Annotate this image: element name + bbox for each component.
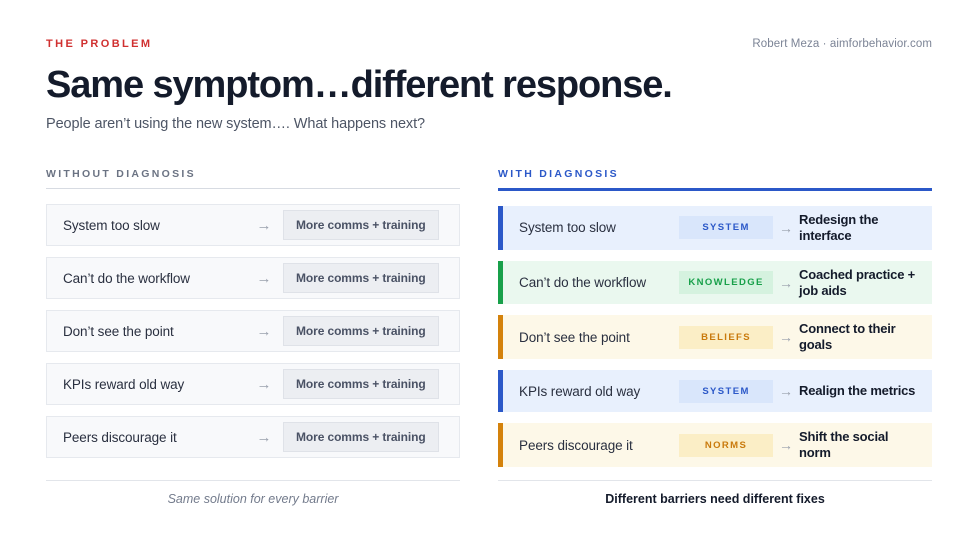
barrier-label: System too slow bbox=[519, 220, 616, 236]
right-footer: Different barriers need different fixes bbox=[498, 480, 932, 506]
left-column-divider bbox=[46, 188, 461, 189]
barrier-label: System too slow bbox=[63, 217, 160, 233]
diagnosis-badge: SYSTEM bbox=[679, 379, 774, 403]
left-footer: Same solution for every barrier bbox=[46, 480, 461, 506]
barrier-label: Don’t see the point bbox=[519, 329, 630, 345]
arrow-icon: → bbox=[779, 274, 794, 291]
left-footer-text: Same solution for every barrier bbox=[167, 492, 339, 506]
fix-label: Realign the metrics bbox=[799, 383, 916, 399]
with-diagnosis-row: Don’t see the point BELIEFS → Connect to th… bbox=[498, 315, 932, 360]
barrier-label: Can’t do the workflow bbox=[519, 275, 647, 291]
barrier-label: Can’t do the workflow bbox=[63, 270, 190, 286]
fix-label: Coached practice + job aids bbox=[799, 266, 916, 298]
diagnosis-badge: SYSTEM bbox=[679, 216, 774, 240]
arrow-icon: → bbox=[779, 219, 794, 236]
arrow-icon: → bbox=[779, 329, 794, 346]
right-footer-divider bbox=[498, 480, 932, 481]
arrow-icon: → bbox=[256, 428, 272, 446]
diagnosis-badge: NORMS bbox=[679, 433, 774, 457]
diagnosis-badge: KNOWLEDGE bbox=[679, 271, 774, 295]
fix-label: Connect to their goals bbox=[799, 321, 896, 353]
right-column-divider bbox=[498, 188, 932, 191]
without-diagnosis-row: Don’t see the point → More comms + trainin… bbox=[46, 310, 461, 352]
with-diagnosis-row: Can’t do the workflow KNOWLEDGE → Coached p… bbox=[498, 260, 932, 305]
with-diagnosis-heading: WITH DIAGNOSIS bbox=[498, 168, 619, 180]
eyebrow-row: THE PROBLEM Robert Meza · aimforbehavior… bbox=[46, 38, 932, 50]
arrow-icon: → bbox=[256, 375, 272, 393]
without-diagnosis-column: WITHOUT DIAGNOSIS System too slow → More c… bbox=[46, 168, 461, 478]
column-footers: Same solution for every barrier Differen… bbox=[46, 480, 932, 506]
left-footer-divider bbox=[46, 480, 461, 481]
without-diagnosis-row: System too slow → More comms + training bbox=[46, 204, 461, 246]
arrow-icon: → bbox=[256, 269, 272, 287]
arrow-icon: → bbox=[779, 383, 794, 400]
arrow-icon: → bbox=[256, 216, 272, 234]
without-diagnosis-row: KPIs reward old way → More comms + trainin… bbox=[46, 363, 461, 405]
response-pill: More comms + training bbox=[283, 422, 439, 452]
slide-header: THE PROBLEM Robert Meza · aimforbehavior… bbox=[46, 38, 932, 150]
with-diagnosis-row: KPIs reward old way SYSTEM → Realign the me… bbox=[498, 370, 932, 413]
barrier-label: Peers discourage it bbox=[519, 437, 633, 453]
without-diagnosis-row: Can’t do the workflow → More comms + train… bbox=[46, 257, 461, 299]
diagnosis-badge: BELIEFS bbox=[679, 325, 774, 349]
right-footer-text: Different barriers need different fixes bbox=[605, 492, 825, 506]
arrow-icon: → bbox=[256, 322, 272, 340]
without-diagnosis-row: Peers discourage it → More comms + trainin… bbox=[46, 416, 461, 458]
author-byline: Robert Meza · aimforbehavior.com bbox=[752, 38, 932, 50]
arrow-icon: → bbox=[779, 437, 794, 454]
comparison-columns: WITHOUT DIAGNOSIS System too slow → More c… bbox=[46, 168, 932, 478]
with-diagnosis-row: System too slow SYSTEM → Redesign the inter… bbox=[498, 206, 932, 250]
response-pill: More comms + training bbox=[283, 263, 439, 293]
response-pill: More comms + training bbox=[283, 316, 439, 346]
response-pill: More comms + training bbox=[283, 210, 439, 240]
barrier-label: KPIs reward old way bbox=[519, 383, 641, 399]
without-diagnosis-heading: WITHOUT DIAGNOSIS bbox=[46, 168, 196, 180]
fix-label: Redesign the interface bbox=[799, 212, 879, 243]
barrier-label: KPIs reward old way bbox=[63, 376, 185, 392]
barrier-label: Don’t see the point bbox=[63, 323, 174, 339]
response-pill: More comms + training bbox=[283, 369, 439, 399]
page-title: Same symptom…different response. bbox=[46, 64, 673, 106]
fix-label: Shift the social norm bbox=[799, 429, 889, 461]
barrier-label: Peers discourage it bbox=[63, 429, 177, 445]
with-diagnosis-row: Peers discourage it NORMS → Shift the socia… bbox=[498, 423, 932, 467]
page-subtitle: People aren’t using the new system…. Wha… bbox=[46, 115, 425, 132]
eyebrow-label: THE PROBLEM bbox=[46, 38, 153, 50]
